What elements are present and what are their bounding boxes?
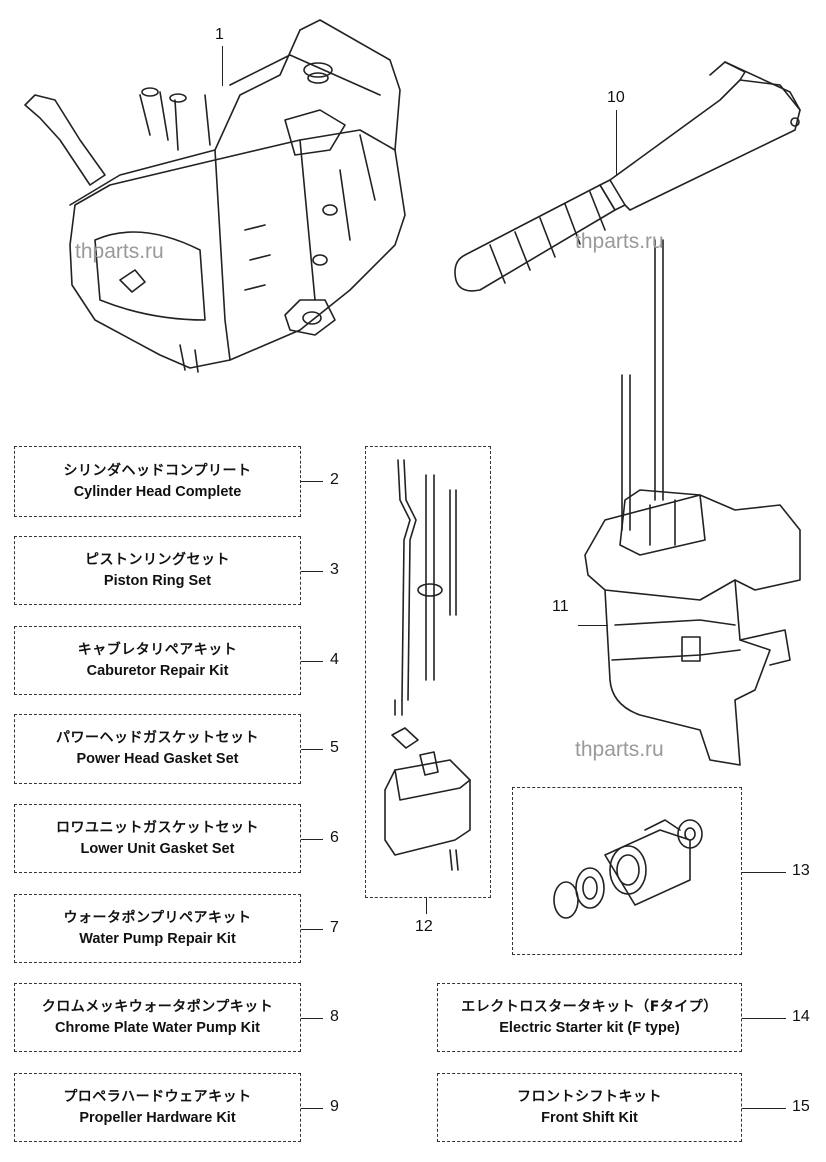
callout-1: 1 xyxy=(215,26,224,43)
kit-2-english-label: Cylinder Head Complete xyxy=(73,483,242,500)
kit-7-leader xyxy=(301,929,323,930)
kit-2-leader xyxy=(301,481,323,482)
kit-4-japanese-label: キャブレタリペアキット xyxy=(77,641,238,658)
kit-3-english-label: Piston Ring Set xyxy=(103,572,212,589)
kit-15-japanese-label: フロントシフトキット xyxy=(517,1088,662,1105)
kit-3-number: 3 xyxy=(330,561,339,578)
kit-9-japanese-label: プロペラハードウェアキット xyxy=(63,1088,252,1105)
kit-2-japanese-label: シリンダヘッドコンプリート xyxy=(63,462,252,479)
kit-6-number: 6 xyxy=(330,829,339,846)
callout-12-leader xyxy=(426,898,427,914)
kit-9-leader xyxy=(301,1108,323,1109)
kit-box-3: ピストンリングセット Piston Ring Set xyxy=(14,536,301,605)
kit-14-japanese-label: エレクトロスタータキット（Fタイプ） xyxy=(461,998,718,1015)
kit-box-15: フロントシフトキット Front Shift Kit xyxy=(437,1073,742,1142)
kit-3-leader xyxy=(301,571,323,572)
kit-2-number: 2 xyxy=(330,471,339,488)
callout-12: 12 xyxy=(415,918,433,935)
kit-box-4: キャブレタリペアキット Caburetor Repair Kit xyxy=(14,626,301,695)
kit-8-number: 8 xyxy=(330,1008,339,1025)
kit-6-japanese-label: ロワユニットガスケットセット xyxy=(56,819,259,836)
kit-8-english-label: Chrome Plate Water Pump Kit xyxy=(55,1019,260,1036)
kit-5-japanese-label: パワーヘッドガスケットセット xyxy=(56,730,259,746)
kit-15-number: 15 xyxy=(792,1098,810,1115)
group-12-frame xyxy=(365,446,491,898)
kit-box-6: ロワユニットガスケットセット Lower Unit Gasket Set xyxy=(14,804,301,873)
callout-13-leader xyxy=(742,872,786,873)
group-13-frame xyxy=(512,787,742,955)
callout-11-leader xyxy=(578,625,608,626)
starter-parts-drawing xyxy=(553,819,703,919)
kit-box-8: クロムメッキウォータポンプキット Chrome Plate Water Pump… xyxy=(14,983,301,1052)
kit-3-japanese-label: ピストンリングセット xyxy=(85,551,230,568)
kit-6-english-label: Lower Unit Gasket Set xyxy=(80,840,235,857)
kit-box-14: エレクトロスタータキット（Fタイプ） Electric Starter kit … xyxy=(437,983,742,1052)
kit-box-9: プロペラハードウェアキット Propeller Hardware Kit xyxy=(14,1073,301,1142)
lower-unit-drawing xyxy=(584,239,801,766)
callout-10: 10 xyxy=(607,89,625,106)
tiller-handle-drawing xyxy=(454,61,801,292)
kit-14-leader xyxy=(742,1018,786,1019)
kit-5-english-label: Power Head Gasket Set xyxy=(76,751,239,767)
power-head-drawing xyxy=(24,19,406,373)
kit-6-leader xyxy=(301,839,323,840)
kit-8-japanese-label: クロムメッキウォータポンプキット xyxy=(41,998,274,1015)
callout-10-leader xyxy=(616,110,617,176)
kit-14-english-label: Electric Starter kit (F type) xyxy=(499,1019,680,1036)
kit-box-2: シリンダヘッドコンプリート Cylinder Head Complete xyxy=(14,446,301,517)
kit-8-leader xyxy=(301,1018,323,1019)
kit-9-english-label: Propeller Hardware Kit xyxy=(79,1109,236,1126)
kit-4-leader xyxy=(301,661,323,662)
watermark-2: thparts.ru xyxy=(575,230,664,253)
kit-15-leader xyxy=(742,1108,786,1109)
callout-11: 11 xyxy=(552,598,569,615)
kit-14-number: 14 xyxy=(792,1008,810,1025)
callout-13: 13 xyxy=(792,862,810,879)
kit-box-5: パワーヘッドガスケットセット Power Head Gasket Set xyxy=(14,714,301,784)
kit-7-english-label: Water Pump Repair Kit xyxy=(79,930,236,947)
kit-4-number: 4 xyxy=(330,651,339,668)
kit-15-english-label: Front Shift Kit xyxy=(541,1109,638,1126)
kit-5-leader xyxy=(301,749,323,750)
kit-7-number: 7 xyxy=(330,919,339,936)
kit-7-japanese-label: ウォータポンプリペアキット xyxy=(63,909,252,926)
watermark-1: thparts.ru xyxy=(75,240,164,263)
shift-rods-drawing xyxy=(384,459,471,871)
callout-1-leader xyxy=(222,46,223,86)
kit-box-7: ウォータポンプリペアキット Water Pump Repair Kit xyxy=(14,894,301,963)
kit-9-number: 9 xyxy=(330,1098,339,1115)
kit-5-number: 5 xyxy=(330,739,339,756)
kit-4-english-label: Caburetor Repair Kit xyxy=(86,662,229,679)
watermark-3: thparts.ru xyxy=(575,738,664,761)
